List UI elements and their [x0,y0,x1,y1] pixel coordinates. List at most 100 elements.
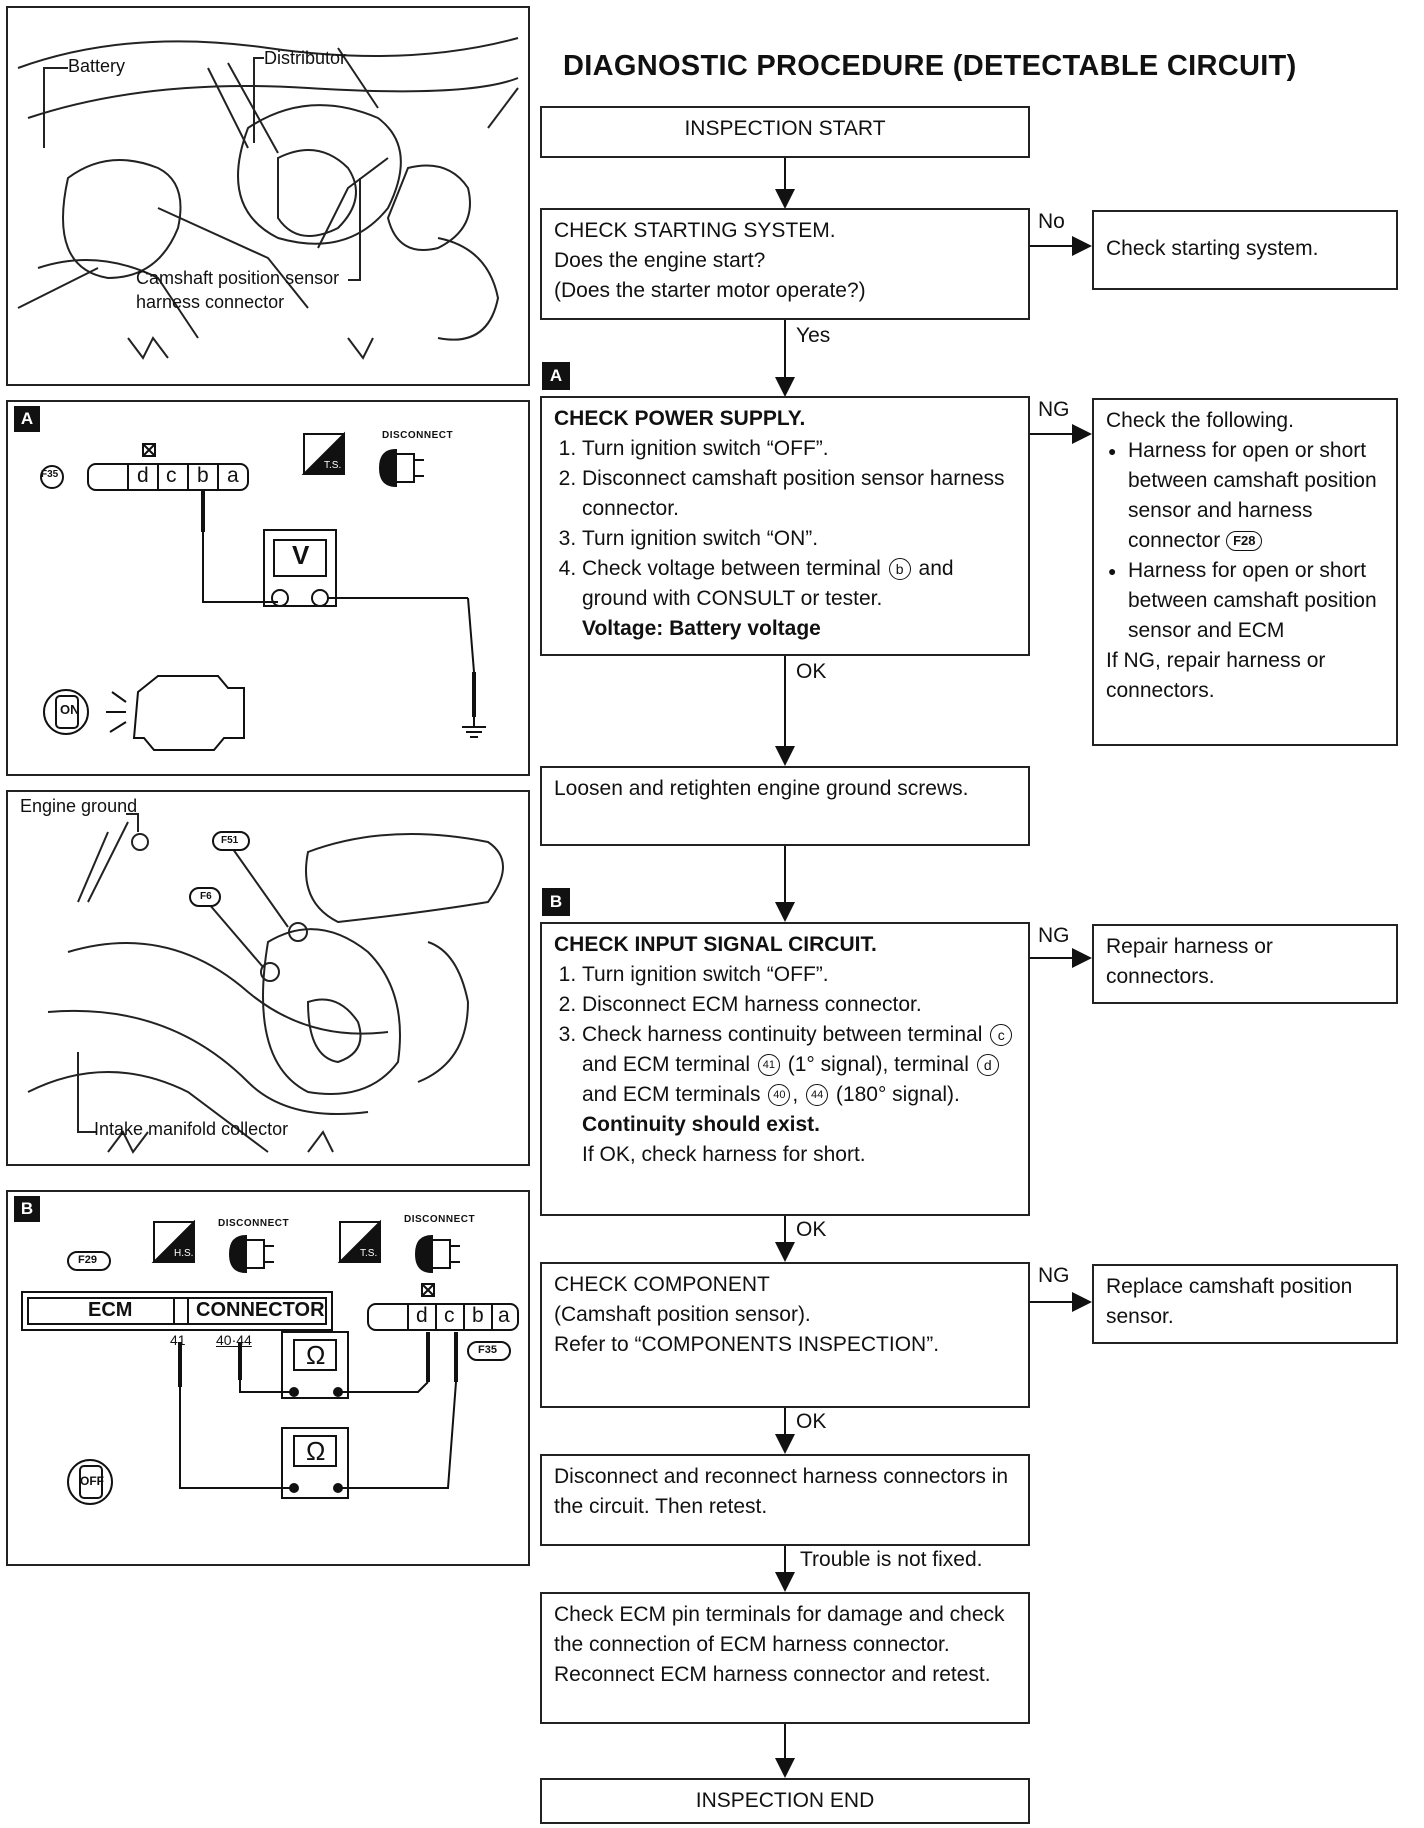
ecm-terminal-40-badge: 40 [768,1084,791,1107]
sensor-label-line1: Camshaft position sensor [136,268,340,288]
panel-b-wiring [21,1219,519,1505]
repair-harness-box: Repair harness or connectors. [1092,924,1398,1004]
trouble-not-fixed-label: Trouble is not fixed. [800,1548,983,1571]
ng-label-3: NG [1038,1264,1070,1287]
panel-b-disconnect2-label: DISCONNECT [404,1214,476,1225]
input-step-3c: (1° signal), terminal [787,1053,969,1076]
panel-b-ohmmeter1-label: Ω [306,1340,326,1370]
battery-label: Battery [68,56,126,76]
panel-b-tag: B [14,1196,40,1222]
input-note: If OK, check harness for short. [582,1143,866,1166]
panel-b-pin40-44: 40·44 [216,1332,252,1348]
panel-a-voltmeter-label: V [292,540,310,570]
sensor-label-line2: harness connector [136,292,285,312]
check-ecm-pins-box: Check ECM pin terminals for damage and c… [540,1592,1030,1724]
check-starting-result-box: Check starting system. [1092,210,1398,290]
replace-sensor-box: Replace camshaft position sensor. [1092,1264,1398,1344]
f51-label: F51 [221,835,239,846]
step-a-tag: A [542,362,570,390]
panel-a-connector-id: F35 [41,469,59,480]
power-step-1: Turn ignition switch “OFF”. [582,434,1016,464]
input-step-2: Disconnect ECM harness connector. [582,990,1016,1020]
no-label: No [1038,210,1065,233]
terminal-c-badge: c [990,1024,1013,1047]
panel-a-voltage-check: A [6,400,530,776]
following-bullet-1-text: Harness for open or short between camsha… [1128,439,1377,552]
input-step-3: Check harness continuity between termina… [582,1020,1016,1110]
input-step-3b: and ECM terminal [582,1053,751,1076]
panel-a-disconnect-label: DISCONNECT [382,430,454,441]
reconnect-harness-box: Disconnect and reconnect harness connect… [540,1454,1030,1546]
engine-ground-illustration: Engine ground F51 F6 Intake manifold col… [6,790,530,1166]
yes-label: Yes [796,324,831,347]
power-spec: Voltage: Battery voltage [582,617,821,640]
inspection-end-box: INSPECTION END [540,1778,1030,1824]
starting-line1: CHECK STARTING SYSTEM. [554,219,836,242]
f28-connector-tag: F28 [1226,531,1263,552]
input-step-3d: and ECM terminals [582,1083,761,1106]
panel-a-pin-b: b [197,464,209,487]
page-title: DIAGNOSTIC PROCEDURE (DETECTABLE CIRCUIT… [563,50,1297,82]
ecm-terminal-41-badge: 41 [757,1054,780,1077]
panel-a-pin-c: c [166,464,177,487]
panel-b-disconnect1-label: DISCONNECT [218,1218,290,1229]
power-heading: CHECK POWER SUPPLY. [554,407,806,430]
following-heading: Check the following. [1106,409,1294,432]
panel-b-pin41: 41 [170,1332,186,1348]
terminal-d-badge: d [976,1054,999,1077]
following-footer: If NG, repair harness or connectors. [1106,649,1326,702]
panel-b-pin-b: b [472,1304,484,1327]
panel-a-tag: A [14,406,40,432]
input-heading: CHECK INPUT SIGNAL CIRCUIT. [554,933,877,956]
terminal-b-badge: b [888,558,911,581]
panel-b-pin-a: a [498,1304,510,1327]
panel-b-connector-label: CONNECTOR [196,1299,325,1321]
engine-ground-drawing [27,813,504,1154]
panel-a-wiring [40,431,486,751]
check-power-supply-box: CHECK POWER SUPPLY. Turn ignition switch… [540,396,1030,656]
f6-label: F6 [200,891,212,902]
following-bullet-1: Harness for open or short between camsha… [1108,436,1384,556]
distributor-label: Distributor [264,48,347,68]
power-step-2: Disconnect camshaft position sensor harn… [582,464,1016,524]
check-input-signal-box: CHECK INPUT SIGNAL CIRCUIT. Turn ignitio… [540,922,1030,1216]
panel-b-f35-label: F35 [478,1344,497,1356]
panel-b-pin-c: c [444,1304,455,1327]
ok-label-1: OK [796,660,827,683]
inspection-start-box: INSPECTION START [540,106,1030,158]
check-component-box: CHECK COMPONENT (Camshaft position senso… [540,1262,1030,1408]
panel-a-pin-a: a [227,464,239,487]
ecm-terminal-44-badge: 44 [806,1084,829,1107]
check-starting-system-box: CHECK STARTING SYSTEM. Does the engine s… [540,208,1030,320]
loosen-ground-box: Loosen and retighten engine ground screw… [540,766,1030,846]
check-following-box: Check the following. Harness for open or… [1092,398,1398,746]
following-bullet-2: Harness for open or short between camsha… [1108,556,1384,646]
ok-label-3: OK [796,1410,827,1433]
starting-line3: (Does the starter motor operate?) [554,279,866,302]
panel-b-hs-label: H.S. [174,1248,194,1259]
panel-b-continuity-check: B [6,1190,530,1566]
engine-bay-illustration: Battery Distributor Camshaft position se… [6,6,530,386]
power-step-3: Turn ignition switch “ON”. [582,524,1016,554]
panel-b-ecm-label: ECM [88,1299,133,1321]
ng-label-2: NG [1038,924,1070,947]
panel-b-ts-label: T.S. [360,1248,378,1259]
input-step-3e: (180° signal). [835,1083,960,1106]
component-line3: Refer to “COMPONENTS INSPECTION”. [554,1333,940,1356]
starting-line2: Does the engine start? [554,249,766,272]
panel-b-ohmmeter2-label: Ω [306,1436,326,1466]
component-line1: CHECK COMPONENT [554,1273,770,1296]
input-spec: Continuity should exist. [582,1113,821,1136]
engine-ground-label: Engine ground [20,796,138,816]
step-b-tag: B [542,888,570,916]
power-step-4c: and ground with CONSULT or tester. [582,557,954,610]
input-step-3a: Check harness continuity between termina… [582,1023,983,1046]
panel-a-pin-d: d [137,464,149,487]
panel-b-key-label: OFF [80,1474,104,1488]
ng-label-1: NG [1038,398,1070,421]
panel-b-pin-d: d [416,1304,428,1327]
input-step-1: Turn ignition switch “OFF”. [582,960,1016,990]
ok-label-2: OK [796,1218,827,1241]
intake-manifold-label: Intake manifold collector [94,1119,289,1139]
